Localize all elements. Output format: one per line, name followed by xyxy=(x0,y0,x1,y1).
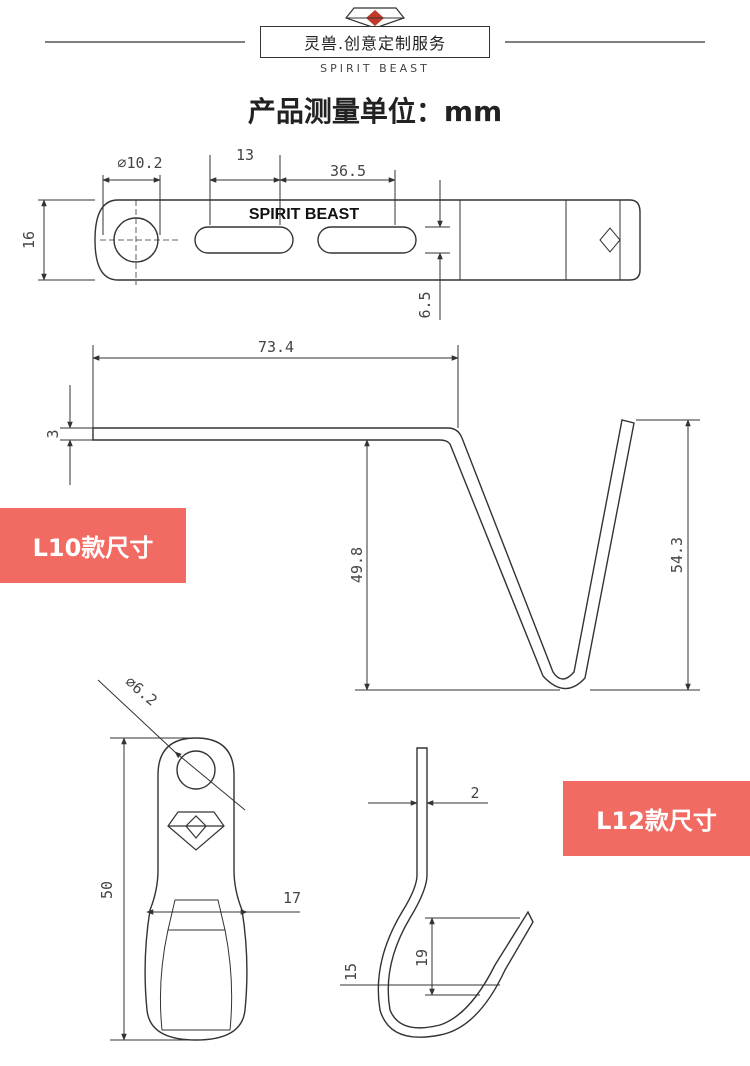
l12-size-badge: L12款尺寸 xyxy=(563,781,750,856)
dim-depth: 49.8 xyxy=(348,547,366,583)
l12-hook-profile xyxy=(377,747,534,1038)
strap-outline xyxy=(94,199,641,281)
dim-slot-w: 6.5 xyxy=(416,291,434,318)
l10-size-badge: L10款尺寸 xyxy=(0,508,186,583)
dim-l12-hole-dia: ⌀6.2 xyxy=(122,673,161,710)
brand-english: SPIRIT BEAST xyxy=(320,62,430,75)
side-view xyxy=(92,419,635,690)
dim-l12-bend: 15 xyxy=(342,963,360,981)
dim-slot-len: 13 xyxy=(236,146,254,164)
l12-outline xyxy=(144,737,248,1041)
l12-logo-icon xyxy=(167,811,225,851)
diamond-logo-icon xyxy=(344,7,406,29)
dim-l12-width: 17 xyxy=(283,889,301,907)
page-title: 产品测量单位：mm xyxy=(247,95,503,128)
dim-width: 16 xyxy=(20,231,38,249)
l12-front-dims xyxy=(97,679,300,1041)
dim-l12-height: 50 xyxy=(98,881,116,899)
hook-profile xyxy=(92,419,635,690)
l12-side-view xyxy=(377,747,534,1038)
l12-hole xyxy=(176,750,216,790)
dim-slot-spacing: 36.5 xyxy=(330,162,366,180)
brand-label: 灵兽.创意定制服务 xyxy=(260,26,490,58)
slot-1 xyxy=(194,226,294,254)
dim-l12-thickness: 2 xyxy=(470,784,479,802)
top-view-dims xyxy=(38,155,450,320)
engraving-text: SPIRIT BEAST xyxy=(249,206,359,223)
l12-front-view xyxy=(144,737,248,1041)
slot-2 xyxy=(317,226,417,254)
l12-side-dims xyxy=(340,800,520,996)
top-view xyxy=(94,199,641,285)
dim-thickness: 3 xyxy=(44,429,62,438)
dim-length: 73.4 xyxy=(258,338,294,356)
side-view-dims xyxy=(60,345,700,691)
dim-l12-hook-depth: 19 xyxy=(413,949,431,967)
dim-height: 54.3 xyxy=(668,537,686,573)
dim-hole-dia: ⌀10.2 xyxy=(117,154,162,172)
